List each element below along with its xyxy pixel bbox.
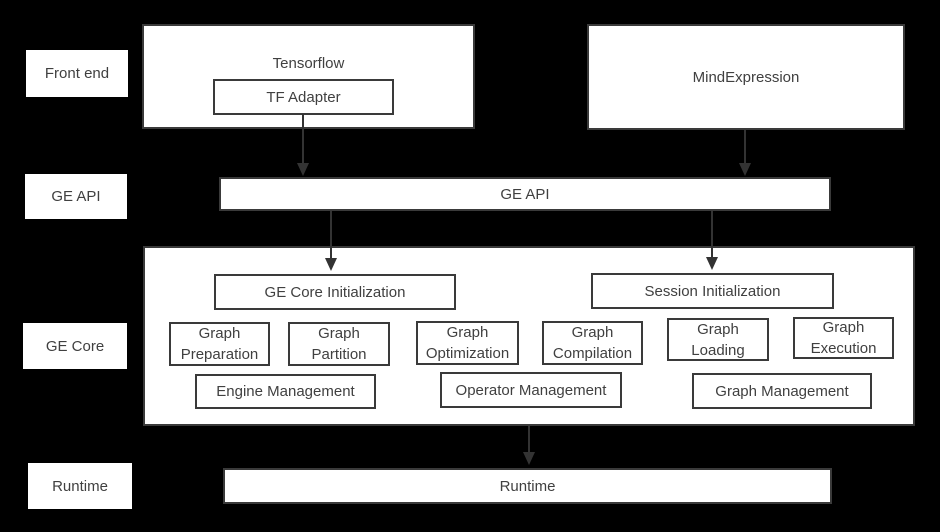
arrow-shaft: [302, 114, 304, 163]
graph-partition-box: Graph Partition: [288, 322, 390, 366]
arrow-shaft: [330, 211, 332, 258]
graph-execution-label: Graph Execution: [810, 319, 877, 357]
arrow-shaft: [744, 130, 746, 163]
graph-partition-label: Graph Partition: [311, 325, 367, 363]
session-initialization-box: Session Initialization: [591, 273, 834, 309]
ge-core-initialization-box: GE Core Initialization: [214, 274, 456, 310]
ge-core-box: GE Core Initialization Session Initializ…: [143, 246, 915, 426]
graph-management-label: Graph Management: [715, 382, 849, 400]
row-label-front-end-text: Front end: [44, 65, 110, 82]
mindexpression-label: MindExpression: [692, 68, 800, 86]
graph-preparation-label: Graph Preparation: [180, 325, 259, 363]
arrow-head-icon: [739, 163, 751, 176]
graph-execution-box: Graph Execution: [793, 317, 894, 359]
arrow-shaft: [711, 211, 713, 257]
engine-management-box: Engine Management: [195, 374, 376, 409]
arrow-ge-api-to-ge-core-initialization: [325, 211, 337, 271]
tf-adapter-box: TF Adapter: [213, 79, 394, 115]
graph-loading-box: Graph Loading: [667, 318, 769, 361]
tf-adapter-label: TF Adapter: [266, 88, 341, 106]
row-label-runtime: Runtime: [28, 463, 132, 509]
arrow-tf-adapter-to-ge-api: [297, 114, 309, 176]
runtime-bar: Runtime: [223, 468, 832, 504]
graph-loading-label: Graph Loading: [691, 320, 745, 359]
arrow-shaft: [528, 426, 530, 452]
operator-management-label: Operator Management: [455, 381, 607, 399]
engine-management-label: Engine Management: [216, 383, 355, 400]
operator-management-box: Operator Management: [440, 372, 622, 408]
graph-optimization-box: Graph Optimization: [416, 321, 519, 365]
graph-compilation-box: Graph Compilation: [542, 321, 643, 365]
arrow-ge-core-to-runtime: [523, 426, 535, 465]
graph-preparation-box: Graph Preparation: [169, 322, 270, 366]
tensorflow-box: Tensorflow TF Adapter: [142, 24, 475, 129]
ge-core-initialization-label: GE Core Initialization: [264, 283, 406, 301]
row-label-front-end: Front end: [26, 50, 128, 97]
session-initialization-label: Session Initialization: [644, 282, 781, 300]
arrow-mindexpression-to-ge-api: [739, 130, 751, 176]
row-label-runtime-text: Runtime: [52, 477, 108, 495]
row-label-ge-api: GE API: [25, 174, 127, 219]
row-label-ge-core: GE Core: [23, 323, 127, 369]
tensorflow-label: Tensorflow: [272, 55, 345, 72]
runtime-bar-label: Runtime: [499, 477, 556, 495]
arrow-head-icon: [523, 452, 535, 465]
row-label-ge-api-text: GE API: [51, 188, 101, 205]
graph-management-box: Graph Management: [692, 373, 872, 409]
arrow-head-icon: [706, 257, 718, 270]
row-label-ge-core-text: GE Core: [45, 337, 105, 355]
mindexpression-box: MindExpression: [587, 24, 905, 130]
graph-optimization-label: Graph Optimization: [425, 324, 510, 362]
graph-compilation-label: Graph Compilation: [552, 324, 633, 362]
ge-api-bar: GE API: [219, 177, 831, 211]
ge-api-bar-label: GE API: [500, 185, 550, 203]
arrow-ge-api-to-session-initialization: [706, 211, 718, 270]
arrow-head-icon: [297, 163, 309, 176]
arrow-head-icon: [325, 258, 337, 271]
